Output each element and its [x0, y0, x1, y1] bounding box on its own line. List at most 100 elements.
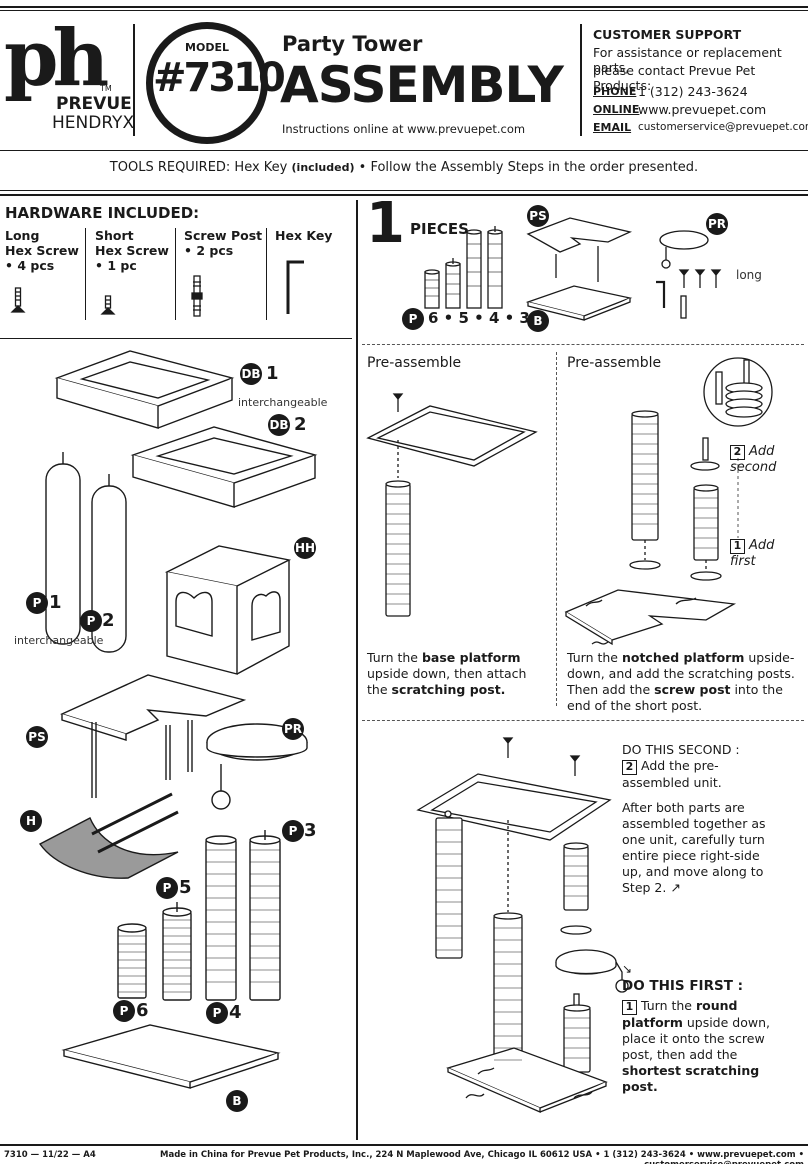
mini-base-board	[525, 285, 633, 321]
instructions-online: Instructions online at www.prevuepet.com	[282, 122, 526, 136]
model-label: MODEL	[185, 41, 229, 54]
phone-label: PHONE	[593, 85, 637, 98]
badge-p2-num: 2	[102, 610, 115, 631]
badge-p4: P	[206, 1002, 228, 1024]
badge-h: H	[20, 810, 42, 832]
base-board-shape	[61, 1024, 281, 1089]
step-number: 1	[366, 191, 405, 256]
arrow-down: ↘	[622, 962, 633, 976]
tools-included: (included)	[291, 161, 355, 174]
step1-long-label: long	[736, 268, 762, 282]
do-second-title: DO THIS SECOND :	[622, 742, 740, 757]
post-p5-shape	[162, 902, 192, 1001]
logo-brand-line1: PREVUE	[56, 94, 132, 114]
step1-badge-posts: P	[402, 308, 424, 330]
step1-badge-b: B	[527, 310, 549, 332]
tools-rule-bottom-thick	[0, 194, 808, 196]
badge-p3-num: 3	[304, 820, 317, 841]
model-seal: MODEL #7310	[146, 22, 286, 144]
badge-db2: DB	[268, 414, 290, 436]
footer-left: 7310 — 11/22 — A4	[4, 1150, 96, 1160]
badge-p6: P	[113, 1000, 135, 1022]
screw-post-icon	[191, 275, 203, 317]
online-label: ONLINE	[593, 103, 640, 116]
mini-post-6	[424, 269, 440, 309]
support-title: CUSTOMER SUPPORT	[593, 27, 742, 42]
tools-rule-top	[0, 150, 808, 151]
support-intro-2: please contact Prevue Pet Products:	[593, 63, 756, 93]
db-interchangeable: interchangeable	[238, 396, 328, 409]
tools-suffix: • Follow the Assembly Steps in the order…	[358, 160, 699, 175]
hex-key-icon	[286, 260, 304, 314]
mini-notched-platform	[526, 217, 633, 282]
logo-monogram: ph	[4, 13, 109, 104]
step1-badge-pr: PR	[706, 213, 728, 235]
post-p1-shape	[45, 452, 81, 645]
column-divider	[356, 200, 358, 1140]
header-divider-2	[580, 24, 582, 136]
top-rule-thin	[0, 10, 808, 11]
long-screw-icon	[10, 287, 26, 313]
post-rope-stripes	[118, 849, 280, 993]
badge-b: B	[226, 1090, 248, 1112]
mini-screws	[656, 269, 722, 319]
hammock-shape	[38, 792, 179, 879]
badge-pr: PR	[282, 718, 304, 740]
tools-prefix: TOOLS REQUIRED: Hex Key	[109, 160, 288, 175]
preassemble-left-text: Turn the base platform upside down, then…	[367, 650, 527, 697]
hardware-rule	[0, 338, 352, 339]
post-p4-shape	[205, 835, 237, 1001]
hardware-screw-post: Screw Post• 2 pcs	[184, 228, 263, 258]
badge-hh: HH	[294, 537, 316, 559]
preassemble-divider	[556, 352, 557, 706]
doc-title: ASSEMBLY	[280, 56, 564, 114]
badge-p3: P	[282, 820, 304, 842]
header-divider-1	[133, 24, 135, 136]
do-first-title: DO THIS FIRST :	[622, 978, 744, 994]
badge-db1-num: 1	[266, 363, 279, 384]
badge-p6-num: 6	[136, 1000, 149, 1021]
badge-p2: P	[80, 610, 102, 632]
mini-round-platform	[659, 230, 709, 269]
step-title: PIECES	[410, 220, 469, 238]
badge-p1-num: 1	[49, 592, 62, 613]
after-text: After both parts are assembled together …	[622, 800, 766, 895]
preassemble-left-title: Pre-assemble	[367, 355, 462, 371]
phone-value[interactable]: 1 (312) 243-3624	[638, 84, 748, 99]
mini-post-4	[466, 229, 482, 309]
mini-post-3	[487, 226, 503, 309]
support-intro-1: For assistance or replacement parts,	[593, 45, 782, 75]
footer-right: Made in China for Prevue Pet Products, I…	[160, 1150, 804, 1164]
footer-rule	[0, 1144, 808, 1146]
step1-posts-numbers: 6 • 5 • 4 • 3	[428, 309, 530, 327]
logo-brand-line2: HENDRYX	[52, 113, 135, 133]
email-label: EMAIL	[593, 121, 632, 134]
badge-db1: DB	[240, 363, 262, 385]
online-value[interactable]: www.prevuepet.com	[638, 102, 767, 117]
post-p3-shape	[249, 830, 281, 1001]
badge-p5-num: 5	[179, 877, 192, 898]
short-screw-icon	[100, 295, 116, 315]
logo-tm: TM	[100, 84, 112, 93]
email-value[interactable]: customerservice@prevuepet.com	[638, 121, 808, 133]
badge-p5: P	[156, 877, 178, 899]
notched-platform-shape	[60, 674, 247, 798]
dog-bed-1-shape	[54, 350, 235, 429]
hardware-hex-key: Hex Key	[275, 228, 333, 243]
preassemble-right-text: Turn the notched platform upside-down, a…	[567, 650, 795, 713]
post-p2-shape	[91, 474, 127, 653]
final-divider	[362, 720, 804, 721]
dog-bed-2-shape	[130, 426, 318, 508]
badge-p4-num: 4	[229, 1002, 242, 1023]
preassemble-right-title: Pre-assemble	[567, 355, 662, 371]
